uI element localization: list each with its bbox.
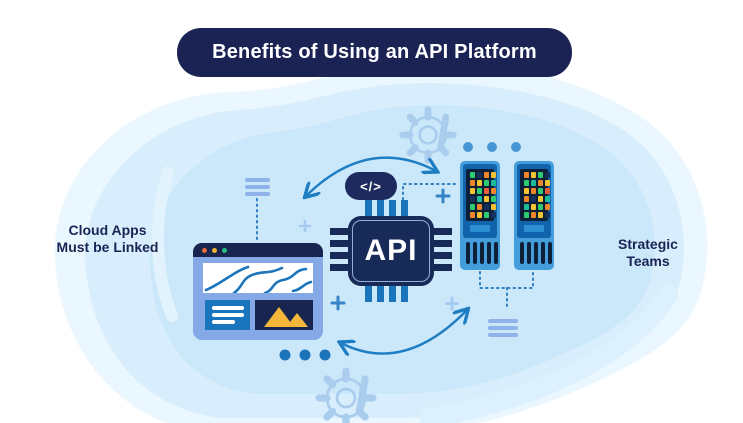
dotted-connector-chip-server [402, 183, 459, 217]
traffic-light-yellow-icon [212, 248, 217, 253]
strategic-teams-label: Strategic Teams [588, 236, 708, 270]
server-vent [473, 242, 477, 264]
browser-window [193, 243, 323, 340]
chip-pin [389, 285, 396, 302]
browser-image-panel [255, 300, 313, 330]
chip-pin [377, 200, 384, 217]
browser-titlebar [193, 243, 323, 257]
dotted-connector-servers [479, 271, 534, 307]
page-title: Benefits of Using an API Platform [212, 41, 537, 63]
chip-pin [433, 228, 452, 235]
chip-pin [377, 285, 384, 302]
strategic-teams-label-line1: Strategic [618, 236, 678, 252]
server-rack-right [514, 161, 554, 270]
dots-group-bottom [279, 349, 331, 361]
chip-pin [401, 200, 408, 217]
chip-pin [433, 264, 452, 271]
menu-lines-bottom [488, 319, 518, 337]
server-vent [534, 242, 538, 264]
server-rack-left [460, 161, 500, 270]
traffic-light-red-icon [202, 248, 207, 253]
server-vent [480, 242, 484, 264]
chip-pin [330, 228, 349, 235]
plus-icon-blue-topright [435, 188, 451, 204]
text-line [212, 306, 244, 310]
cloud-apps-label-line1: Cloud Apps [68, 222, 147, 238]
server-panel [517, 164, 551, 238]
traffic-light-green-icon [222, 248, 227, 253]
chip-pin [365, 200, 372, 217]
server-vent [494, 242, 498, 264]
plus-icons [298, 188, 459, 311]
api-chip: API [348, 216, 434, 286]
sync-arrow-top [306, 156, 436, 196]
server-vent [548, 242, 552, 264]
api-chip-label: API [364, 234, 418, 267]
text-line [212, 313, 244, 317]
code-tag-pill: </> [345, 172, 397, 200]
server-panel [463, 164, 497, 238]
chip-pin [330, 252, 349, 259]
gear-icon-top [403, 110, 453, 160]
menu-lines-top [245, 178, 270, 196]
browser-map-panel [203, 263, 313, 293]
chip-pin [401, 285, 408, 302]
sync-arrow-bottom [341, 310, 467, 354]
plus-icon-light-left [298, 219, 312, 233]
server-vent [541, 242, 545, 264]
server-vent [527, 242, 531, 264]
server-vent [487, 242, 491, 264]
cloud-apps-label: Cloud Apps Must be Linked [35, 222, 180, 256]
blob-swirl-left [151, 166, 178, 322]
blob-swirl-bottom [420, 285, 678, 423]
chip-pin [389, 200, 396, 217]
chip-pin [330, 264, 349, 271]
browser-text-panel [205, 300, 250, 330]
mountain-icon [264, 307, 308, 327]
server-drive-bar [470, 225, 490, 232]
chip-pin [433, 240, 452, 247]
chip-pin [365, 285, 372, 302]
server-led-grid [520, 169, 550, 221]
plus-icon-light-bottomright [445, 296, 459, 311]
api-chip-border [352, 220, 430, 282]
text-line [212, 320, 235, 324]
chip-pin [330, 240, 349, 247]
plus-icon-blue-bottomleft [330, 295, 346, 311]
dots-group-top [463, 142, 521, 152]
map-lines-icon [204, 265, 313, 293]
gear-icon-bottom [319, 371, 373, 423]
strategic-teams-label-line2: Teams [626, 253, 670, 269]
server-led-grid [466, 169, 496, 221]
server-vent [520, 242, 524, 264]
server-drive-bar [524, 225, 544, 232]
cloud-apps-label-line2: Must be Linked [56, 239, 159, 255]
code-icon: </> [360, 178, 382, 194]
server-vent [466, 242, 470, 264]
title-banner: Benefits of Using an API Platform [177, 28, 572, 77]
chip-pin [433, 252, 452, 259]
